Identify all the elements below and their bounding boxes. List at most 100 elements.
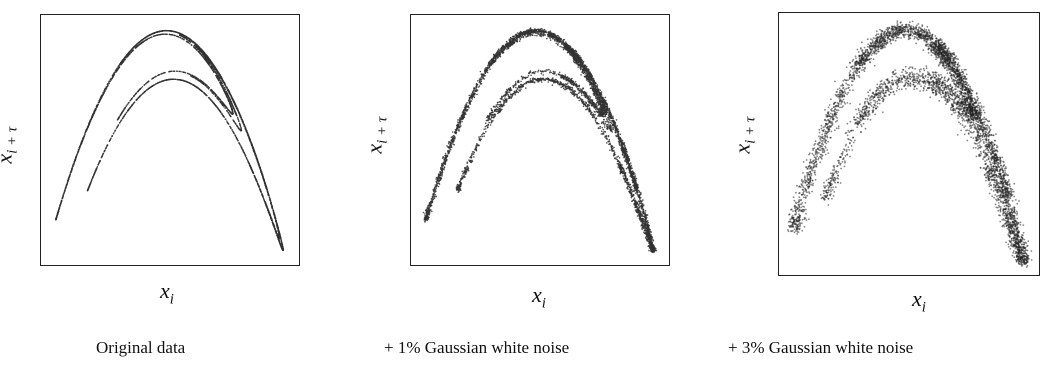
data-point (109, 78, 112, 81)
data-point (90, 181, 92, 183)
data-point (238, 112, 240, 114)
data-point (139, 43, 142, 45)
data-point (95, 167, 98, 170)
data-point (215, 74, 217, 77)
data-point (225, 91, 228, 94)
data-point (125, 112, 127, 114)
data-point (109, 138, 112, 140)
data-point (256, 157, 258, 159)
data-point (85, 128, 88, 130)
data-point (124, 58, 126, 61)
data-point (267, 210, 270, 212)
data-point (75, 155, 78, 157)
data-point (111, 134, 114, 137)
data-point (112, 74, 114, 76)
data-point (117, 67, 120, 69)
data-point (245, 157, 248, 159)
data-point (129, 100, 131, 102)
data-point (113, 72, 115, 74)
data-point (253, 150, 256, 153)
data-point (260, 171, 263, 173)
data-point (214, 93, 217, 96)
data-point (147, 80, 150, 82)
data-point (126, 103, 129, 106)
data-point (209, 63, 212, 66)
data-point (222, 85, 224, 87)
data-point (255, 155, 257, 158)
data-point (229, 125, 231, 128)
data-point (253, 175, 256, 177)
data-point (242, 149, 244, 152)
data-point (70, 171, 72, 173)
data-point (182, 71, 184, 73)
data-point (190, 73, 192, 76)
data-point (233, 120, 235, 122)
data-point (221, 82, 223, 85)
data-point (206, 55, 208, 57)
data-point (214, 104, 217, 106)
data-point (141, 93, 143, 95)
data-point (238, 120, 240, 122)
data-point (207, 60, 210, 63)
data-point (265, 188, 268, 190)
data-point (156, 74, 159, 77)
data-point (226, 93, 229, 95)
data-point (223, 86, 225, 88)
data-point (279, 235, 282, 238)
data-point (176, 78, 179, 81)
data-point (214, 66, 216, 68)
data-point (236, 116, 239, 119)
data-point (281, 243, 283, 245)
data-point (228, 113, 231, 116)
data-point (209, 66, 212, 68)
data-point (84, 134, 86, 136)
data-point (269, 215, 272, 217)
data-point (225, 95, 228, 97)
data-point (194, 85, 197, 88)
data-point (275, 230, 277, 233)
data-point (95, 107, 97, 110)
data-point (216, 73, 218, 76)
data-point (181, 71, 183, 73)
data-point (181, 38, 184, 40)
data-point (168, 33, 171, 36)
data-point (226, 121, 229, 124)
data-point (219, 73, 221, 76)
data-point (278, 239, 280, 241)
data-point (228, 110, 231, 112)
data-point (234, 110, 236, 113)
data-point (103, 92, 105, 94)
data-point (265, 185, 267, 187)
data-point (150, 36, 153, 38)
data-point (129, 52, 132, 54)
data-point (106, 145, 108, 148)
data-point (176, 35, 179, 38)
data-point (224, 88, 227, 91)
data-point (122, 61, 124, 63)
data-point (263, 199, 266, 202)
data-point (122, 116, 125, 118)
data-point (265, 203, 267, 205)
data-point (93, 174, 95, 176)
data-point (200, 48, 202, 50)
data-point (183, 39, 185, 41)
data-point (233, 108, 236, 111)
data-point (56, 214, 58, 217)
data-point (153, 35, 155, 37)
data-point (199, 81, 202, 83)
data-point (223, 106, 225, 108)
data-point (88, 123, 90, 125)
data-point (221, 114, 224, 116)
data-point (278, 236, 281, 239)
data-point (124, 106, 127, 109)
data-point (164, 29, 167, 32)
data-point (261, 194, 264, 197)
data-point (274, 218, 277, 221)
data-point (245, 128, 247, 131)
data-point (224, 118, 227, 121)
data-point (125, 54, 128, 57)
data-point (228, 96, 230, 99)
data-point (131, 97, 133, 100)
data-point (229, 93, 232, 96)
data-point (268, 212, 270, 215)
